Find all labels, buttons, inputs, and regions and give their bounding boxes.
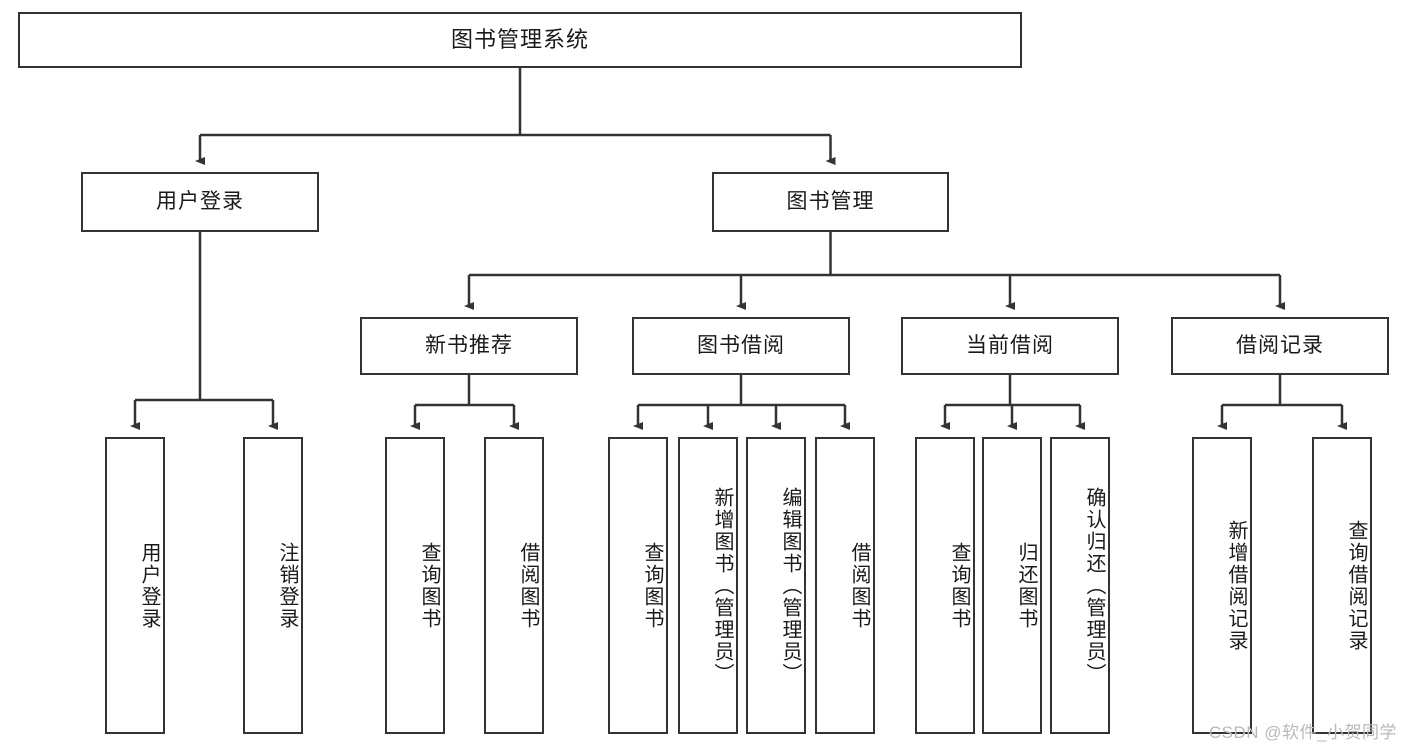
node-label: 用户登录 <box>156 190 244 214</box>
node-label: 图书管理 <box>786 190 875 214</box>
node-leaf-borrow-book-2[interactable]: 借阅图书 <box>815 437 875 734</box>
node-label: 新书推荐 <box>425 334 513 358</box>
node-leaf-query-book-2[interactable]: 查询图书 <box>608 437 668 734</box>
node-label: 用户登录 <box>138 541 160 630</box>
node-label: 查询图书 <box>948 541 970 630</box>
node-leaf-user-login[interactable]: 用户登录 <box>105 437 165 734</box>
node-label: 查询借阅记录 <box>1345 519 1367 652</box>
node-label: 查询图书 <box>641 541 663 630</box>
node-label: 注销登录 <box>276 541 298 630</box>
watermark-text: CSDN @软件_小贺同学 <box>1208 723 1397 742</box>
node-label: 借阅记录 <box>1236 334 1324 358</box>
node-leaf-add-record[interactable]: 新增借阅记录 <box>1192 437 1252 734</box>
node-new-book-recommend[interactable]: 新书推荐 <box>360 317 578 375</box>
node-leaf-user-logout[interactable]: 注销登录 <box>243 437 303 734</box>
node-leaf-return-book[interactable]: 归还图书 <box>982 437 1042 734</box>
node-label: 确认归还（管理员） <box>1083 486 1105 685</box>
node-leaf-query-book-3[interactable]: 查询图书 <box>915 437 975 734</box>
node-label: 查询图书 <box>418 541 440 630</box>
node-label: 归还图书 <box>1015 541 1037 630</box>
node-label: 编辑图书（管理员） <box>779 486 801 685</box>
node-label: 新增借阅记录 <box>1225 519 1247 652</box>
node-leaf-confirm-return[interactable]: 确认归还（管理员） <box>1050 437 1110 734</box>
node-root[interactable]: 图书管理系统 <box>18 12 1022 68</box>
node-leaf-query-record[interactable]: 查询借阅记录 <box>1312 437 1372 734</box>
node-leaf-edit-book[interactable]: 编辑图书（管理员） <box>746 437 806 734</box>
node-label: 借阅图书 <box>848 541 870 630</box>
node-label: 借阅图书 <box>517 541 539 630</box>
node-book-manage[interactable]: 图书管理 <box>712 172 949 232</box>
node-borrow-record[interactable]: 借阅记录 <box>1171 317 1389 375</box>
node-label: 图书管理系统 <box>450 26 589 52</box>
node-label: 新增图书（管理员） <box>711 486 733 685</box>
node-label: 图书借阅 <box>697 334 785 358</box>
node-user-login[interactable]: 用户登录 <box>81 172 319 232</box>
node-leaf-borrow-book-1[interactable]: 借阅图书 <box>484 437 544 734</box>
node-leaf-query-book-1[interactable]: 查询图书 <box>385 437 445 734</box>
node-book-borrow[interactable]: 图书借阅 <box>632 317 850 375</box>
node-label: 当前借阅 <box>966 334 1054 358</box>
node-leaf-add-book[interactable]: 新增图书（管理员） <box>678 437 738 734</box>
node-current-borrow[interactable]: 当前借阅 <box>901 317 1119 375</box>
